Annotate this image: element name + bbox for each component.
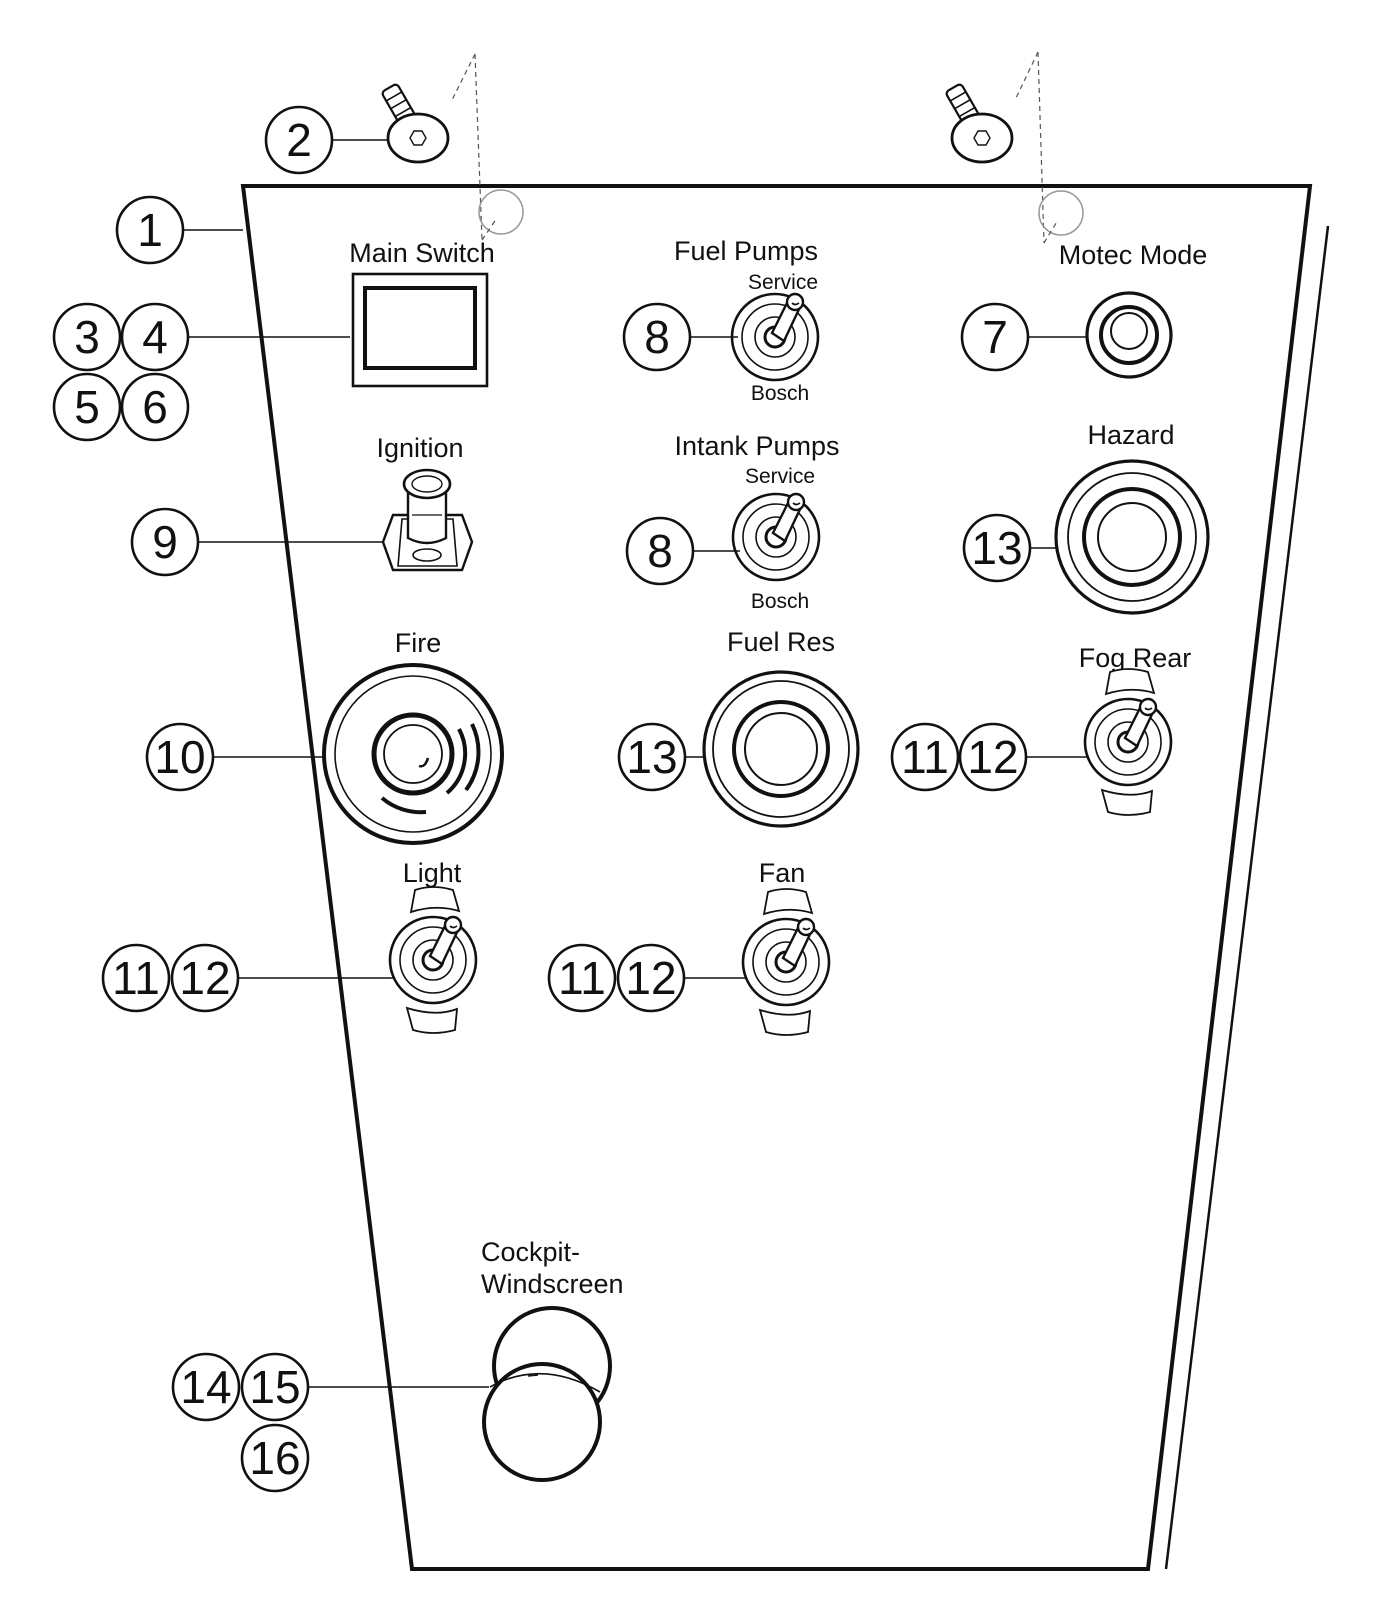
intank-pumps-service-label: Service: [745, 465, 815, 488]
intank-pumps-label: Intank Pumps: [674, 431, 839, 461]
hazard-button[interactable]: [1054, 459, 1210, 615]
hazard-label: Hazard: [1087, 420, 1174, 450]
cockpit-windscreen-knob[interactable]: [482, 1306, 612, 1482]
fuel-pumps-label: Fuel Pumps: [674, 236, 818, 266]
fog-rear-label: Fog Rear: [1079, 643, 1192, 673]
main-switch-label: Main Switch: [349, 238, 495, 268]
callout-4: 4: [120, 302, 190, 372]
light-label: Light: [403, 858, 462, 888]
callout-5: 5: [52, 372, 122, 442]
bolt-right: [945, 51, 1084, 244]
fan-label: Fan: [759, 858, 806, 888]
callout-16: 16: [240, 1423, 310, 1493]
callout-1: 1: [115, 195, 185, 265]
svg-text:16: 16: [249, 1432, 300, 1484]
callout-12-fan: 12: [616, 943, 686, 1013]
svg-text:11: 11: [901, 731, 949, 783]
intank-pumps-toggle[interactable]: [731, 492, 821, 582]
fog-rear-toggle[interactable]: [1083, 668, 1173, 816]
callout-11-fan: 11: [547, 943, 617, 1013]
callout-15: 15: [240, 1352, 310, 1422]
cockpit-windscreen-label-line2: Windscreen: [481, 1269, 624, 1299]
ignition-switch[interactable]: [381, 468, 474, 572]
callout-14: 14: [171, 1352, 241, 1422]
svg-text:1: 1: [137, 204, 163, 256]
callout-13-fuel-res: 13: [617, 722, 687, 792]
callout-13-hazard: 13: [962, 513, 1032, 583]
callout-2: 2: [264, 105, 334, 175]
svg-text:15: 15: [249, 1361, 300, 1413]
callout-11-light: 11: [101, 943, 171, 1013]
svg-text:7: 7: [982, 311, 1008, 363]
callout-12-fog-rear: 12: [958, 722, 1028, 792]
bolt-left: [381, 53, 524, 241]
fire-button[interactable]: [322, 663, 504, 845]
svg-text:5: 5: [74, 381, 100, 433]
svg-text:12: 12: [625, 952, 676, 1004]
ignition-label: Ignition: [376, 433, 463, 463]
fuel-pumps-toggle[interactable]: [730, 292, 820, 382]
callout-12-light: 12: [170, 943, 240, 1013]
svg-text:12: 12: [179, 952, 230, 1004]
fire-label: Fire: [395, 628, 442, 658]
callout-10: 10: [145, 722, 215, 792]
callout-11-fog-rear: 11: [890, 722, 960, 792]
callout-6: 6: [120, 372, 190, 442]
svg-text:14: 14: [180, 1361, 231, 1413]
svg-text:11: 11: [112, 952, 160, 1004]
panel-outline: [240, 184, 1330, 1571]
svg-text:9: 9: [152, 516, 178, 568]
svg-text:13: 13: [626, 731, 677, 783]
callout-7: 7: [960, 302, 1030, 372]
intank-pumps-bosch-label: Bosch: [751, 590, 809, 613]
fuel-res-button[interactable]: [702, 670, 860, 828]
svg-text:10: 10: [154, 731, 205, 783]
motec-mode-button[interactable]: [1085, 291, 1173, 379]
svg-text:8: 8: [647, 525, 673, 577]
fuel-res-label: Fuel Res: [727, 627, 835, 657]
callout-8-fuel-pumps: 8: [622, 302, 692, 372]
main-switch[interactable]: [351, 272, 489, 388]
svg-text:2: 2: [286, 114, 312, 166]
fuel-pumps-service-label: Service: [748, 271, 818, 294]
leader-lines: [183, 139, 1090, 1388]
fan-toggle[interactable]: [741, 888, 831, 1036]
svg-text:4: 4: [142, 311, 168, 363]
callout-8-intank-pumps: 8: [625, 516, 695, 586]
svg-text:13: 13: [971, 522, 1022, 574]
svg-text:6: 6: [142, 381, 168, 433]
svg-text:12: 12: [967, 731, 1018, 783]
cockpit-windscreen-label-line1: Cockpit-: [481, 1237, 580, 1267]
callout-9: 9: [130, 507, 200, 577]
fuel-pumps-bosch-label: Bosch: [751, 382, 809, 405]
svg-text:11: 11: [558, 952, 606, 1004]
svg-text:3: 3: [74, 311, 100, 363]
svg-text:8: 8: [644, 311, 670, 363]
light-toggle[interactable]: [388, 886, 478, 1034]
callout-3: 3: [52, 302, 122, 372]
motec-mode-label: Motec Mode: [1059, 240, 1208, 270]
